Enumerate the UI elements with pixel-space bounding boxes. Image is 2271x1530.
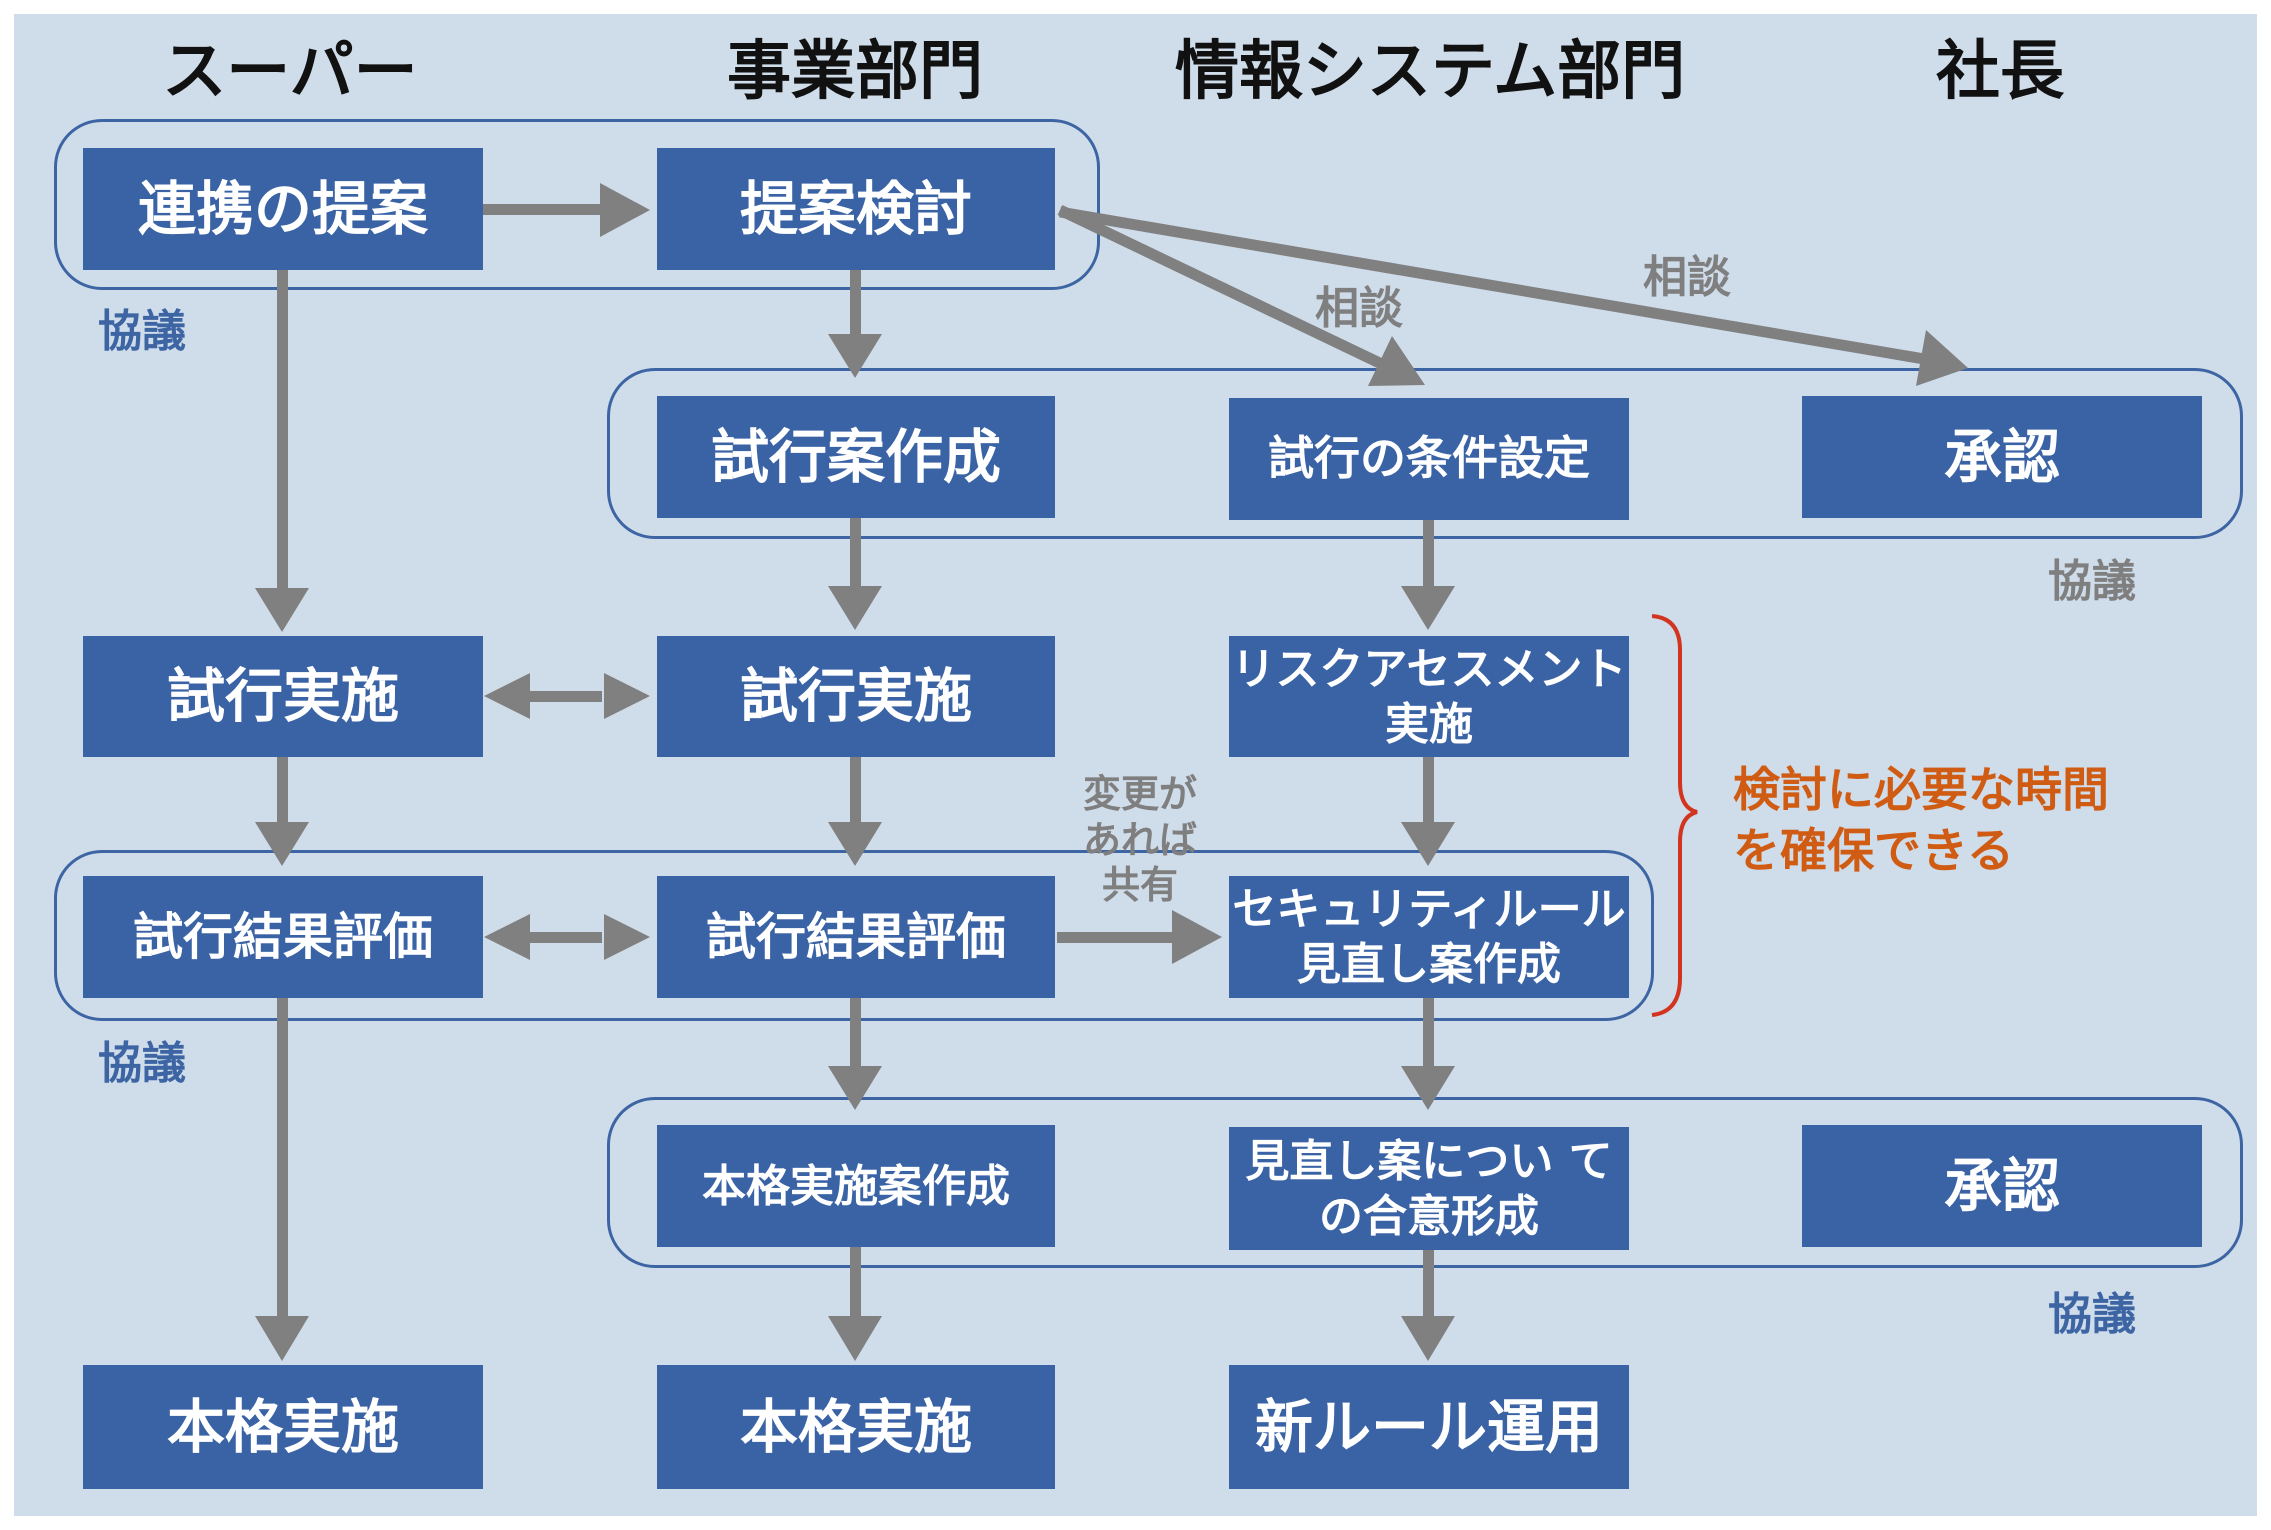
arrow-eval-bidirectional	[484, 914, 650, 960]
arrow-biz-review-to-plan	[828, 270, 882, 378]
box-eval-business: 試行結果評価	[657, 876, 1055, 998]
arrow-super-eval-to-full	[255, 998, 309, 1361]
arrow-biz-eval-to-fullplan	[828, 998, 882, 1110]
label-kyogi-4: 協議	[2048, 1289, 2136, 1340]
arrow-proposal-to-review	[482, 183, 650, 237]
box-rule-revision: セキュリティルール見直し案作成	[1229, 876, 1629, 998]
arrow-biz-fullplan-to-full	[828, 1247, 882, 1361]
arrow-is-rule-to-consensus	[1401, 998, 1455, 1110]
arrow-biz-plan-to-trial	[828, 518, 882, 630]
note-time-secured: 検討に必要な時間 を確保できる	[1733, 763, 2109, 880]
box-trial-super: 試行実施	[83, 636, 483, 757]
arrow-is-consensus-to-newrule	[1401, 1250, 1455, 1361]
box-risk-assessment: リスクアセスメント実施	[1229, 636, 1629, 757]
bracket-red	[1651, 614, 1698, 1017]
arrow-super-trial-to-eval	[255, 757, 309, 866]
arrow-consult-is	[1057, 205, 1425, 386]
box-trial-business: 試行実施	[657, 636, 1055, 757]
box-full-plan: 本格実施案作成	[657, 1125, 1055, 1247]
arrow-consult-president	[1059, 206, 1968, 386]
label-share-if-changed: 変更が あれば 共有	[1082, 772, 1197, 908]
arrow-biz-trial-to-eval	[828, 757, 882, 866]
arrow-is-risk-to-rule	[1401, 757, 1455, 866]
column-header-super: スーパー	[162, 35, 418, 109]
label-kyogi-1: 協議	[98, 306, 186, 357]
box-eval-super: 試行結果評価	[83, 876, 483, 998]
label-consult-president: 相談	[1643, 252, 1731, 303]
group-proposal	[54, 119, 1100, 290]
box-proposal-review: 提案検討	[657, 148, 1055, 270]
column-header-is: 情報システム部門	[1175, 35, 1686, 109]
arrow-trial-bidirectional	[484, 673, 650, 719]
box-trial-condition: 試行の条件設定	[1229, 398, 1629, 520]
box-full-super: 本格実施	[83, 1365, 483, 1489]
arrow-super-to-trial	[255, 270, 309, 632]
box-approval-1: 承認	[1802, 396, 2202, 518]
label-kyogi-3: 協議	[98, 1038, 186, 1089]
box-new-rule: 新ルール運用	[1229, 1365, 1629, 1489]
arrow-is-condition-to-risk	[1401, 520, 1455, 630]
box-full-business: 本格実施	[657, 1365, 1055, 1489]
box-trial-plan: 試行案作成	[657, 396, 1055, 518]
box-renkei-proposal: 連携の提案	[83, 148, 483, 270]
label-kyogi-2: 協議	[2048, 556, 2136, 607]
box-consensus: 見直し案につい ての合意形成	[1229, 1127, 1629, 1250]
label-consult-is: 相談	[1315, 283, 1403, 334]
column-header-business: 事業部門	[727, 35, 983, 109]
box-approval-2: 承認	[1802, 1125, 2202, 1247]
arrow-eval-to-rule	[1057, 910, 1222, 964]
column-header-president: 社長	[1936, 35, 2064, 109]
